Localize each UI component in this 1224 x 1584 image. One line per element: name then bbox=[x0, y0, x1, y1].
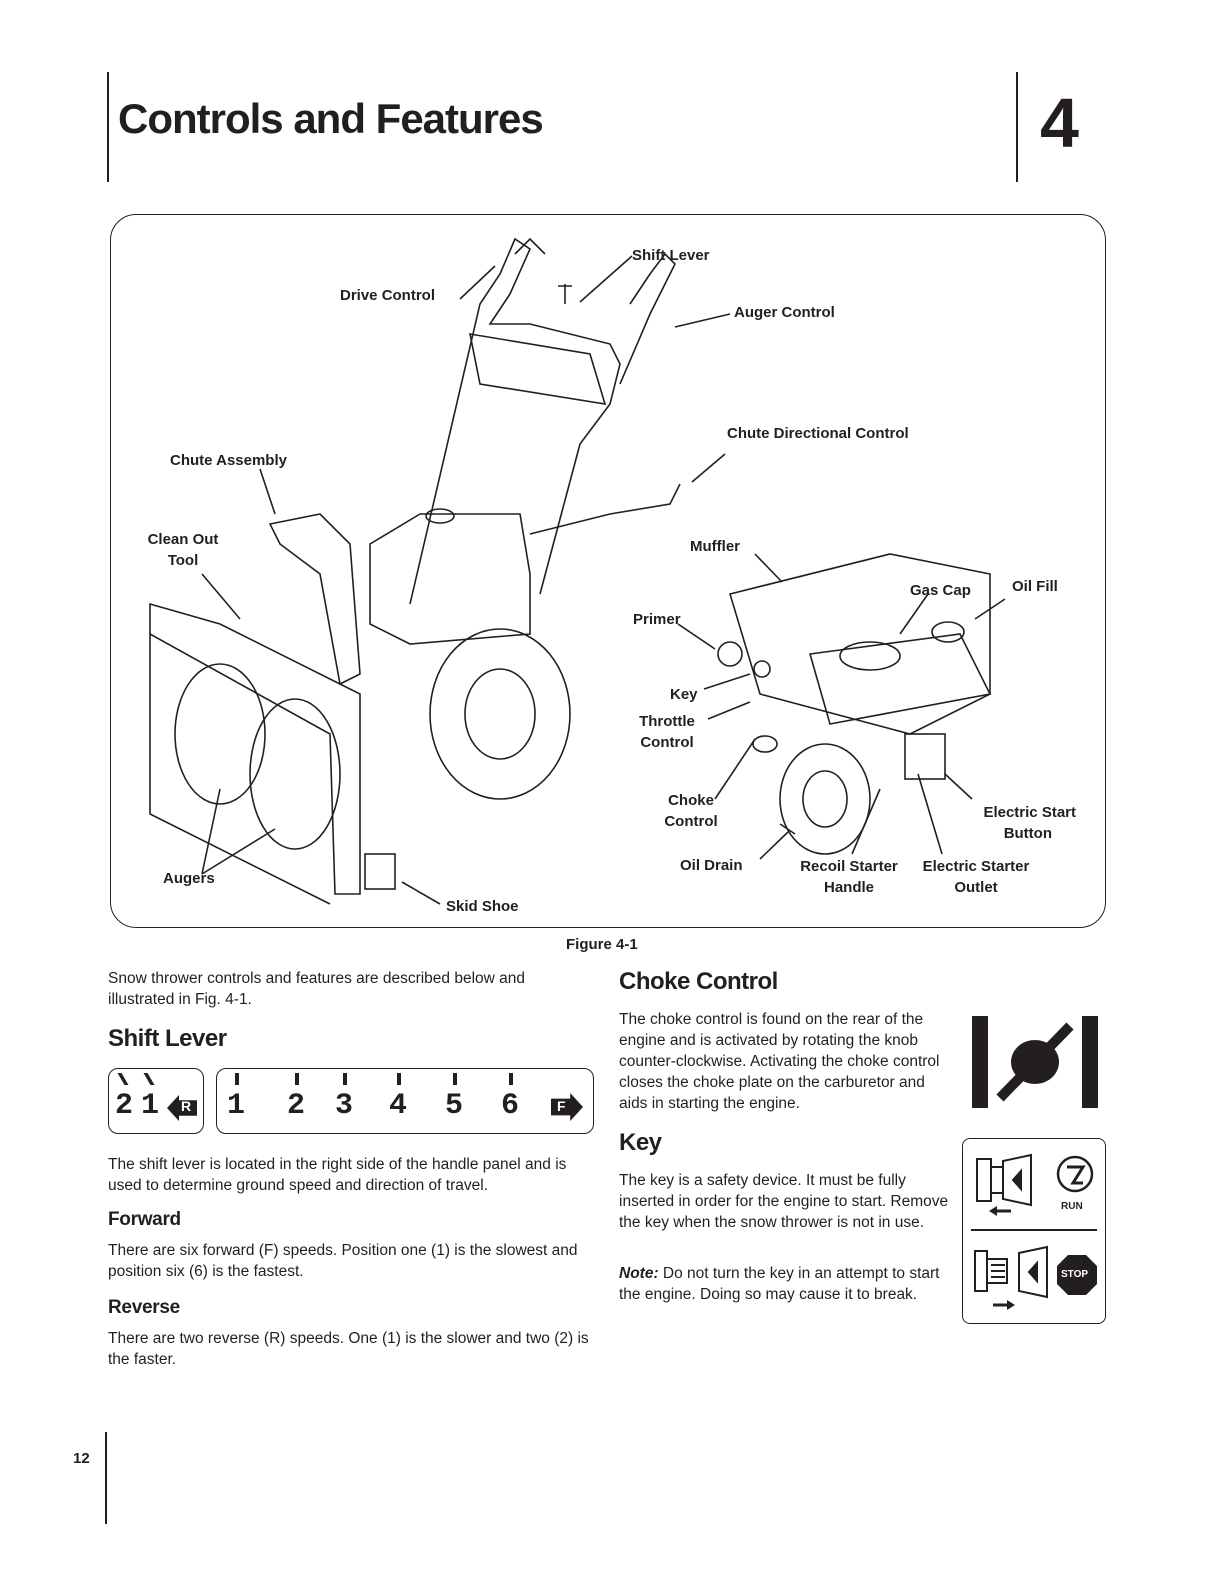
forward-badge: F bbox=[557, 1098, 566, 1114]
reverse-gear-decal: 2 1 R bbox=[108, 1068, 204, 1134]
wheel bbox=[429, 628, 571, 800]
figure-caption: Figure 4-1 bbox=[566, 936, 638, 953]
handle-frame bbox=[409, 237, 621, 605]
callout-choke-control: Choke Control bbox=[664, 792, 718, 830]
run-label: RUN bbox=[1061, 1201, 1083, 1212]
callout-drive-control: Drive Control bbox=[340, 287, 436, 304]
forward-gear-1: 1 bbox=[227, 1089, 246, 1123]
auger-left bbox=[174, 663, 266, 805]
gas-cap-shape bbox=[839, 641, 901, 671]
forward-arrow-icon bbox=[551, 1093, 583, 1121]
key-slot bbox=[753, 660, 771, 678]
key-note: Note: Do not turn the key in an attempt … bbox=[619, 1263, 949, 1305]
callout-electric-start-button: Electric Start Button bbox=[983, 804, 1076, 842]
header-right-rule bbox=[1016, 72, 1018, 182]
forward-tick bbox=[509, 1073, 513, 1085]
forward-gear-2: 2 bbox=[287, 1089, 306, 1123]
forward-tick bbox=[397, 1073, 401, 1085]
callout-recoil-starter-handle: Recoil Starter Handle bbox=[800, 858, 898, 896]
oil-drain-plug bbox=[779, 823, 796, 835]
forward-tick bbox=[343, 1073, 347, 1085]
shift-lever-paragraph: The shift lever is located in the right … bbox=[108, 1156, 567, 1194]
reverse-gear-1: 1 bbox=[141, 1089, 160, 1123]
callout-skid-shoe: Skid Shoe bbox=[446, 898, 519, 915]
choke-control-heading: Choke Control bbox=[619, 968, 778, 995]
callout-electric-starter-outlet: Electric Starter Outlet bbox=[922, 858, 1030, 896]
right-handle bbox=[619, 252, 676, 385]
key-paragraph: The key is a safety device. It must be f… bbox=[619, 1172, 949, 1231]
forward-gear-decal: 1 2 3 4 5 6 F bbox=[216, 1068, 594, 1134]
stop-sign-icon bbox=[1057, 1255, 1097, 1295]
reverse-paragraph: There are two reverse (R) speeds. One (1… bbox=[108, 1330, 589, 1368]
forward-tick bbox=[453, 1073, 457, 1085]
note-label: Note: bbox=[619, 1265, 659, 1282]
choke-knob bbox=[752, 735, 778, 753]
forward-paragraph: There are six forward (F) speeds. Positi… bbox=[108, 1242, 578, 1280]
reverse-tick bbox=[117, 1073, 129, 1085]
page-number: 12 bbox=[73, 1450, 90, 1467]
reverse-gear-2: 2 bbox=[115, 1089, 134, 1123]
snow-thrower-illustration bbox=[149, 237, 1006, 905]
shift-lever-knob bbox=[558, 284, 572, 304]
callout-auger-control: Auger Control bbox=[734, 304, 835, 321]
footer-rule bbox=[105, 1432, 107, 1524]
chute bbox=[268, 513, 361, 686]
page-title: Controls and Features bbox=[118, 95, 544, 142]
skid-shoe bbox=[364, 853, 396, 890]
handle-panel bbox=[468, 333, 607, 405]
reverse-badge: R bbox=[181, 1098, 192, 1114]
electric-start-box bbox=[904, 733, 946, 780]
intro-paragraph: Snow thrower controls and features are d… bbox=[108, 970, 526, 1008]
forward-tick bbox=[235, 1073, 239, 1085]
engine-cap bbox=[425, 508, 455, 524]
shift-lever-heading: Shift Lever bbox=[108, 1025, 227, 1052]
callout-clean-out-tool: Clean Out Tool bbox=[147, 531, 219, 569]
callout-oil-drain: Oil Drain bbox=[680, 857, 743, 874]
key-heading: Key bbox=[619, 1129, 662, 1156]
key-symbol-decal: RUN STOP bbox=[962, 1138, 1106, 1324]
key-removed-icon bbox=[974, 1245, 1048, 1310]
forward-tick bbox=[295, 1073, 299, 1085]
choke-symbol-icon bbox=[972, 1016, 1098, 1108]
forward-gear-5: 5 bbox=[445, 1089, 464, 1123]
header-left-rule bbox=[107, 72, 109, 182]
engine-block bbox=[369, 513, 531, 645]
reverse-heading: Reverse bbox=[108, 1297, 180, 1318]
callout-chute-directional-control: Chute Directional Control bbox=[727, 425, 909, 442]
run-engine-icon bbox=[1056, 1155, 1094, 1193]
callout-muffler: Muffler bbox=[690, 538, 740, 555]
oil-fill-cap bbox=[931, 621, 965, 643]
forward-gear-3: 3 bbox=[335, 1089, 354, 1123]
note-text: Do not turn the key in an attempt to sta… bbox=[619, 1265, 940, 1303]
callout-oil-fill: Oil Fill bbox=[1012, 578, 1058, 595]
forward-heading: Forward bbox=[108, 1209, 181, 1230]
recoil-housing bbox=[779, 743, 871, 855]
callout-primer: Primer bbox=[633, 611, 681, 628]
figure-frame bbox=[110, 214, 1106, 928]
forward-gear-4: 4 bbox=[389, 1089, 408, 1123]
auger-housing bbox=[149, 602, 361, 895]
choke-control-paragraph: The choke control is found on the rear o… bbox=[619, 1011, 940, 1112]
key-inserted-icon bbox=[976, 1153, 1032, 1216]
callout-augers: Augers bbox=[163, 870, 215, 887]
chute-rod bbox=[529, 483, 681, 535]
decal-divider bbox=[971, 1229, 1097, 1231]
forward-gear-6: 6 bbox=[501, 1089, 520, 1123]
reverse-tick bbox=[143, 1073, 155, 1085]
primer-button bbox=[717, 641, 743, 667]
stop-label: STOP bbox=[1061, 1269, 1089, 1280]
callout-chute-assembly: Chute Assembly bbox=[170, 452, 287, 469]
callout-key: Key bbox=[670, 686, 698, 703]
auger-right bbox=[249, 698, 341, 850]
callout-gas-cap: Gas Cap bbox=[910, 582, 971, 599]
callout-throttle-control: Throttle Control bbox=[639, 713, 695, 751]
chapter-number: 4 bbox=[1040, 84, 1079, 162]
callout-shift-lever: Shift Lever bbox=[632, 247, 710, 264]
